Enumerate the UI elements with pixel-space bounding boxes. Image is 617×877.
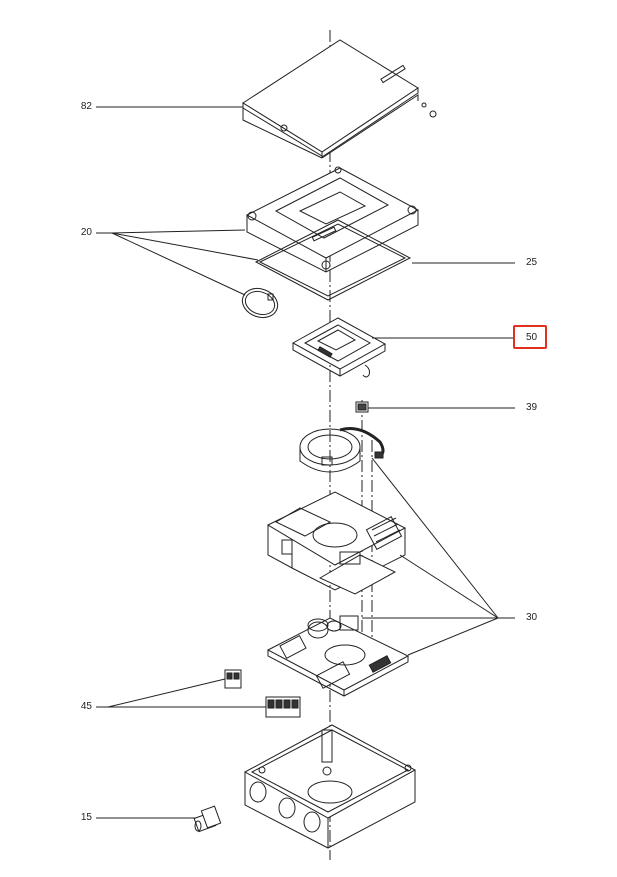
terminal-blocks-part-45 bbox=[225, 670, 300, 717]
leader-lines bbox=[96, 106, 515, 819]
connector-part-39 bbox=[356, 402, 368, 412]
callout-20: 20 bbox=[80, 227, 92, 238]
callout-50-highlight-box bbox=[513, 325, 547, 349]
ring-housing-part bbox=[300, 429, 383, 473]
callout-50: 50 bbox=[526, 332, 538, 343]
callout-45: 45 bbox=[80, 701, 92, 712]
callout-39: 39 bbox=[526, 402, 538, 413]
gasket-part bbox=[256, 220, 410, 300]
cable-gland-part-15 bbox=[194, 806, 221, 832]
callout-30: 30 bbox=[526, 612, 538, 623]
main-pcb-part bbox=[268, 616, 408, 696]
o-ring-part bbox=[238, 284, 281, 323]
top-cover-part-82 bbox=[243, 40, 436, 158]
electronics-carrier-part bbox=[268, 492, 405, 594]
callout-25: 25 bbox=[526, 257, 538, 268]
callout-82: 82 bbox=[80, 101, 92, 112]
display-module-part-50 bbox=[293, 318, 385, 377]
callout-15: 15 bbox=[80, 812, 92, 823]
base-housing-part bbox=[245, 725, 415, 848]
display-frame-part-20 bbox=[247, 167, 418, 272]
